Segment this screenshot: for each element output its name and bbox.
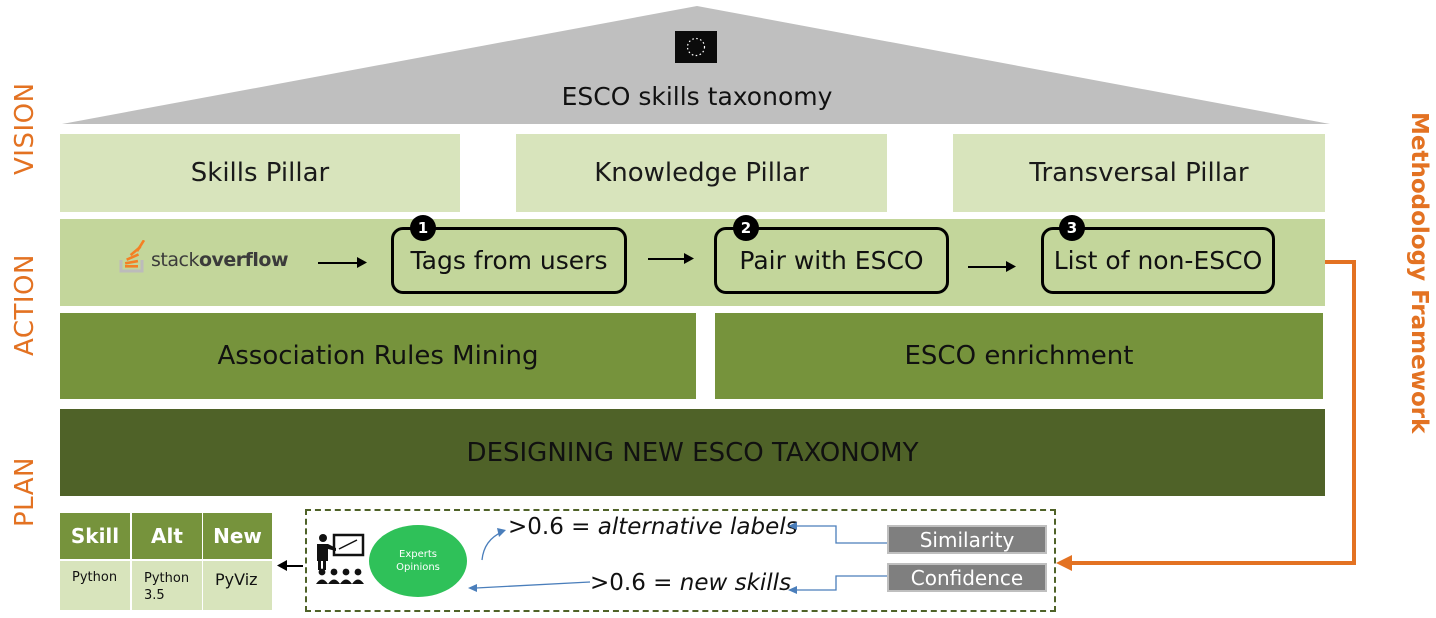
confidence-metric: Confidence — [887, 563, 1047, 592]
presenter-icon — [316, 533, 365, 584]
action-label: ACTION — [10, 254, 40, 356]
transversal-pillar: Transversal Pillar — [953, 134, 1325, 212]
eu-flag-icon — [675, 31, 717, 63]
table-cell-alt: Python 3.5 — [132, 561, 202, 610]
table-header-new: New — [203, 513, 272, 559]
arrow-step1-to-step2 — [648, 258, 686, 260]
stackoverflow-wordmark: stackoverflow — [151, 249, 289, 271]
methodology-framework-text: Methodology Framework — [1406, 112, 1432, 434]
rule-new-text: new skills — [679, 570, 792, 596]
logo-prefix: stack — [151, 249, 199, 271]
step-number-3: 3 — [1059, 215, 1085, 241]
result-table: Skill Alt New Python Python 3.5 PyViz — [60, 513, 272, 610]
step-number-2: 2 — [733, 215, 759, 241]
rule-alt-prefix: >0.6 = — [508, 514, 598, 540]
stackoverflow-icon — [119, 240, 146, 273]
table-header-skill: Skill — [60, 513, 130, 559]
rule-new-prefix: >0.6 = — [590, 570, 680, 596]
stackoverflow-logo: stackoverflow — [118, 240, 298, 276]
similarity-metric: Similarity — [887, 525, 1047, 554]
arrowhead — [684, 253, 694, 264]
table-cell-skill: Python — [60, 561, 130, 610]
arrow-source-to-step1 — [318, 262, 360, 264]
association-rules-mining: Association Rules Mining — [60, 313, 696, 399]
framework-connector — [1056, 260, 1356, 571]
rule-alternative-labels: >0.6 = alternative labels — [508, 514, 798, 546]
methodology-framework-label: Methodology Framework — [1402, 112, 1436, 434]
step-list-of-non-esco: List of non-ESCO — [1041, 227, 1275, 294]
vision-label: VISION — [10, 82, 40, 175]
blue-connectors — [468, 522, 888, 594]
arrowhead — [357, 257, 367, 268]
roof — [62, 6, 1330, 124]
logo-suffix: overflow — [198, 249, 289, 271]
table-header-alt: Alt — [132, 513, 202, 559]
expert-panel — [305, 509, 1056, 612]
plan-label: PLAN — [10, 457, 40, 527]
step-number-1: 1 — [410, 215, 436, 241]
skills-pillar: Skills Pillar — [60, 134, 460, 212]
rule-alt-text: alternative labels — [597, 514, 798, 540]
arrow-to-table — [285, 565, 303, 567]
designing-new-esco-taxonomy: DESIGNING NEW ESCO TAXONOMY — [60, 409, 1325, 496]
roof-title: ESCO skills taxonomy — [561, 81, 833, 111]
esco-enrichment: ESCO enrichment — [715, 313, 1323, 399]
arrow-step2-to-step3 — [968, 266, 1008, 268]
knowledge-pillar: Knowledge Pillar — [516, 134, 887, 212]
table-cell-new: PyViz — [203, 561, 272, 610]
rule-new-skills: >0.6 = new skills — [590, 570, 791, 602]
experts-opinions-label: Experts Opinions — [396, 549, 440, 573]
arrowhead — [1006, 261, 1016, 272]
experts-opinions-ellipse: Experts Opinions — [369, 525, 467, 597]
arrowhead — [277, 560, 287, 571]
